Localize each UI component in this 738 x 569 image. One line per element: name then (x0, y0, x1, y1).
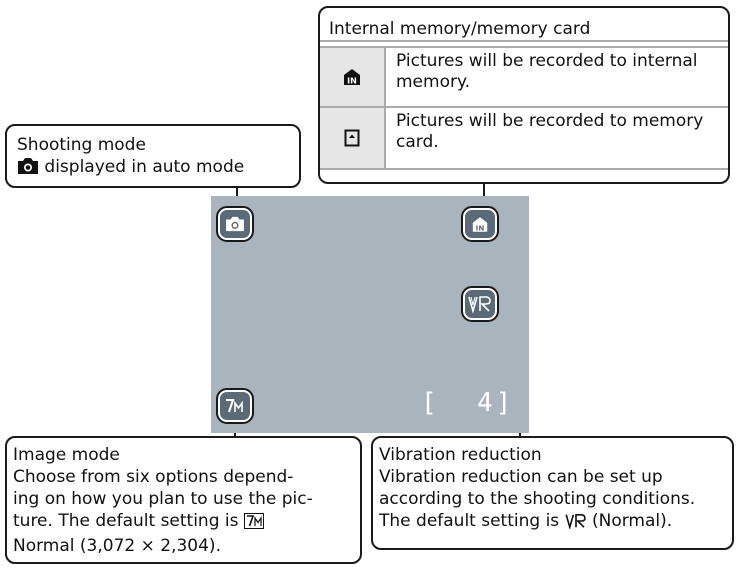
camera-icon (17, 157, 39, 181)
memory-row-internal: IN Pictures will be recorded to internal… (320, 46, 728, 108)
memory-callout: Internal memory/memory card IN Pictures … (318, 6, 730, 184)
image-mode-line-3: ture. The default setting is (13, 510, 354, 535)
image-mode-line-4: Normal (3,072 × 2,304). (13, 536, 221, 556)
vr-line-1: Vibration reduction can be set up (379, 467, 663, 487)
shooting-mode-text: displayed in auto mode (44, 157, 245, 177)
vibration-reduction-indicator (461, 286, 499, 322)
image-mode-title: Image mode (13, 445, 120, 465)
vr-icon (468, 296, 491, 313)
svg-text:IN: IN (476, 223, 485, 232)
vibration-reduction-callout: Vibration reduction Vibration reduction … (371, 436, 734, 550)
image-mode-line-3-text: ture. The default setting is (13, 511, 239, 531)
camera-monitor-screen: IN [ 4] (211, 196, 529, 433)
shooting-mode-callout: Shooting mode displayed in auto mode (5, 124, 301, 188)
internal-memory-icon: IN (472, 216, 488, 232)
memory-row-card-text: Pictures will be recorded to memory card… (396, 111, 704, 152)
image-mode-7m-icon (226, 399, 243, 413)
memory-row-internal-text: Pictures will be recorded to internal me… (396, 51, 698, 92)
vr-icon (565, 513, 587, 535)
memory-callout-title: Internal memory/memory card (320, 8, 728, 42)
internal-memory-icon: IN (320, 48, 386, 106)
vr-title: Vibration reduction (379, 445, 542, 465)
shooting-mode-description: displayed in auto mode (17, 156, 289, 181)
exposure-counter: [ 4] (421, 388, 515, 418)
vr-line-3: The default setting is (Normal). (379, 510, 726, 535)
vr-line-2: according to the shooting conditions. (379, 489, 696, 509)
shooting-mode-title: Shooting mode (17, 135, 146, 155)
vr-line-3-suffix: (Normal). (591, 511, 673, 531)
image-mode-line-2: ing on how you plan to use the pic- (13, 489, 313, 509)
image-mode-callout: Image mode Choose from six options depen… (5, 436, 362, 564)
memory-card-icon (320, 108, 386, 168)
memory-row-card: Pictures will be recorded to memory card… (320, 108, 728, 170)
vr-line-3-text: The default setting is (379, 511, 560, 531)
memory-indicator: IN (461, 206, 499, 242)
image-mode-line-1: Choose from six options depend- (13, 467, 294, 487)
camera-icon (226, 216, 244, 232)
image-mode-indicator (216, 388, 254, 424)
shooting-mode-indicator (216, 206, 254, 242)
image-mode-7m-icon (243, 513, 264, 535)
svg-text:IN: IN (347, 77, 357, 86)
